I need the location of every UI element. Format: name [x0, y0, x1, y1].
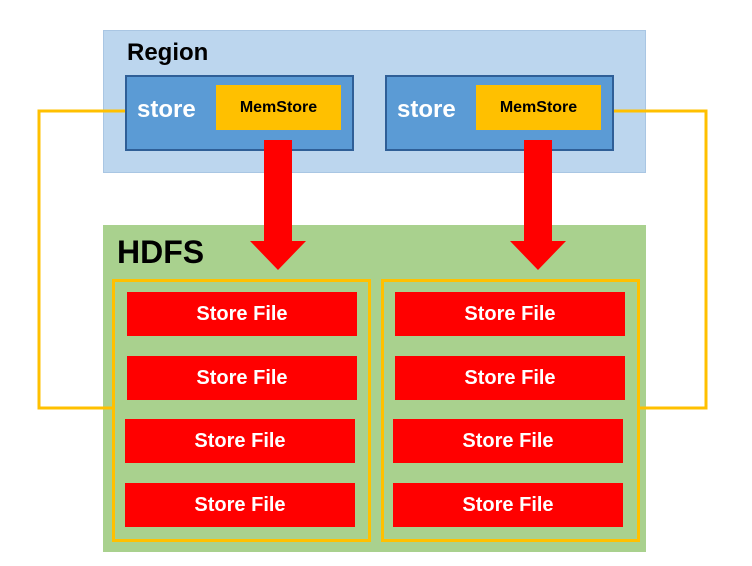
store-label-right: store [397, 96, 456, 123]
connector-left [37, 109, 125, 410]
connector-right [614, 109, 708, 410]
memstore-box-left: MemStore [216, 85, 341, 130]
store-file: Store File [395, 356, 625, 400]
arrow-down-right [510, 140, 566, 270]
region-title: Region [127, 39, 209, 66]
store-file: Store File [125, 483, 355, 527]
store-file: Store File [393, 483, 623, 527]
store-file: Store File [393, 419, 623, 463]
store-file: Store File [395, 292, 625, 336]
store-file: Store File [127, 292, 357, 336]
arrow-down-left [250, 140, 306, 270]
store-file: Store File [127, 356, 357, 400]
store-file: Store File [125, 419, 355, 463]
storefile-group-left [112, 279, 371, 542]
store-label-left: store [137, 96, 196, 123]
memstore-box-right: MemStore [476, 85, 601, 130]
hdfs-title: HDFS [117, 234, 205, 270]
storefile-group-right [381, 279, 640, 542]
